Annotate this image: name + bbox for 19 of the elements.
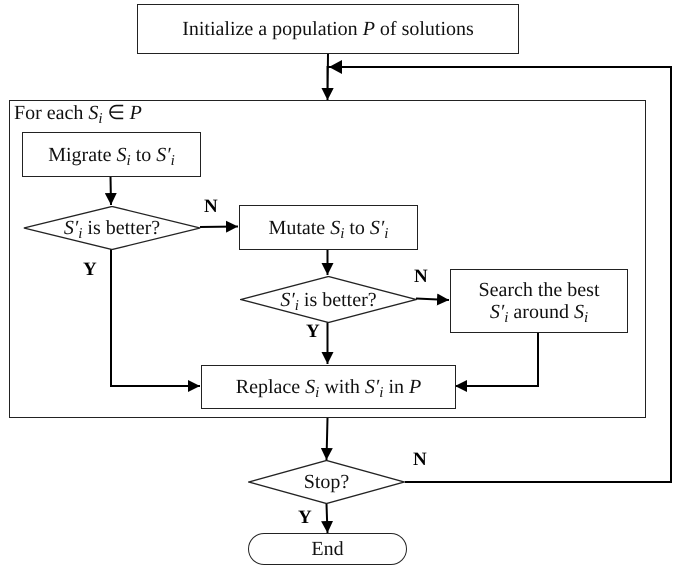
- node-text: End: [311, 538, 344, 560]
- node-text: Search the best S′$_{i}$ around S$_{i}$: [477, 279, 601, 323]
- decision-diamond: [23, 206, 201, 250]
- decision-diamond: [248, 460, 405, 504]
- process-box: [450, 269, 628, 333]
- node-text: Initialize a population P of solutions: [182, 18, 474, 40]
- process-box: [239, 205, 418, 250]
- process-box: [22, 132, 201, 177]
- loop-frame: [9, 100, 646, 418]
- node-text: Stop?: [304, 471, 350, 493]
- loop-heading: For each S$_{i}$ ∈ P: [14, 102, 142, 124]
- node-text: Replace S$_{i}$ with S′$_{i}$ in P: [236, 376, 422, 398]
- node-text: S′$_{i}$ is better?: [280, 288, 377, 310]
- node-text: Migrate S$_{i}$ to S′$_{i}$: [48, 144, 175, 166]
- node-text: S′$_{i}$ is better?: [64, 217, 160, 239]
- process-box: [137, 4, 519, 54]
- process-box: [201, 365, 456, 409]
- terminal-box: [248, 533, 407, 565]
- node-text: Mutate S$_{i}$ to S′$_{i}$: [268, 216, 388, 238]
